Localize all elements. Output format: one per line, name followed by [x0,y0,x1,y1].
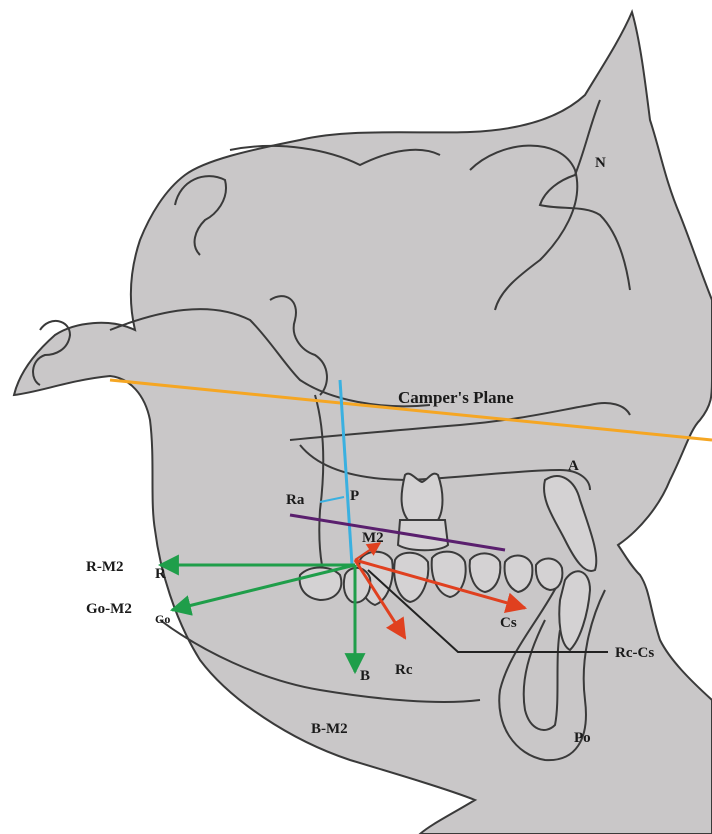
label-p: P [350,488,359,504]
label-campers-plane: Camper's Plane [398,388,514,407]
label-cs: Cs [500,615,517,631]
label-n: N [595,155,606,171]
label-m2: M2 [362,530,384,546]
label-b-m2: B-M2 [311,721,348,737]
label-ra: Ra [286,492,305,508]
label-b: B [360,668,370,684]
label-r: R [155,566,166,582]
label-rc: Rc [395,662,413,678]
label-r-m2: R-M2 [86,559,124,575]
label-go: Go [155,612,170,626]
label-go-m2: Go-M2 [86,601,132,617]
skull-silhouette [14,12,712,834]
label-a: A [568,458,579,474]
label-rc-cs: Rc-Cs [615,645,654,661]
label-po: Po [574,730,591,746]
